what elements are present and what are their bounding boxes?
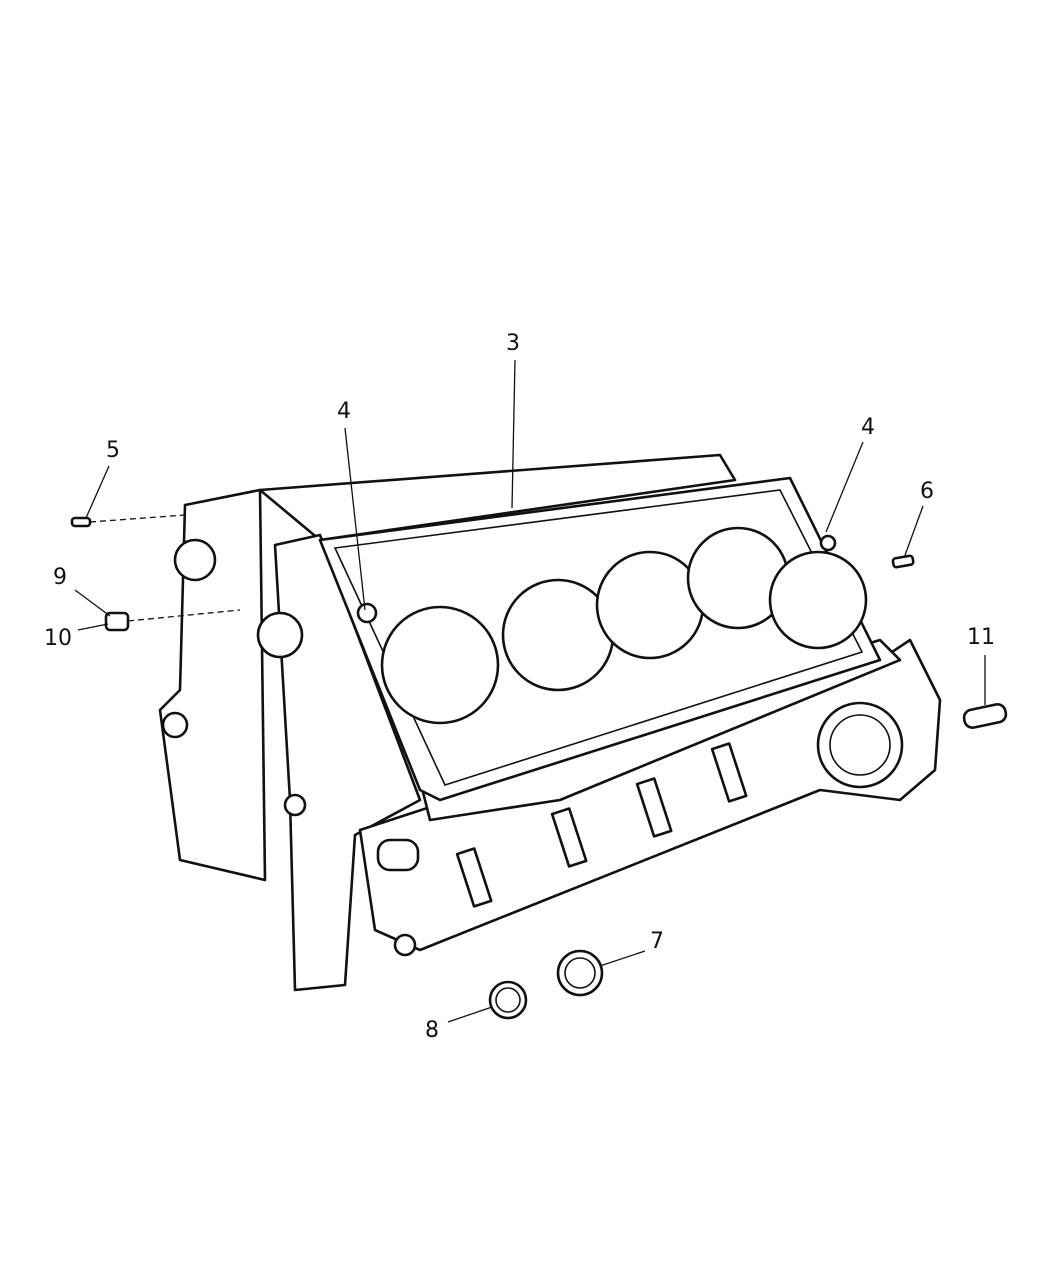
head-gasket (318, 476, 882, 802)
callout-3: 3 (506, 331, 520, 356)
callout-11: 11 (967, 625, 995, 650)
callout-10: 10 (44, 626, 72, 651)
callout-6: 6 (920, 479, 934, 504)
part-6-pin (891, 554, 915, 569)
callout-8: 8 (425, 1018, 439, 1043)
callout-4-right: 4 (861, 415, 875, 440)
part-11-dowel (962, 703, 1008, 729)
leader-lines (74, 359, 986, 1023)
callout-7: 7 (650, 929, 664, 954)
part-5-pin (70, 516, 92, 528)
callout-5: 5 (106, 438, 120, 463)
callout-4-left: 4 (337, 399, 351, 424)
callout-9: 9 (53, 565, 67, 590)
part-9-10-plug (104, 611, 130, 632)
